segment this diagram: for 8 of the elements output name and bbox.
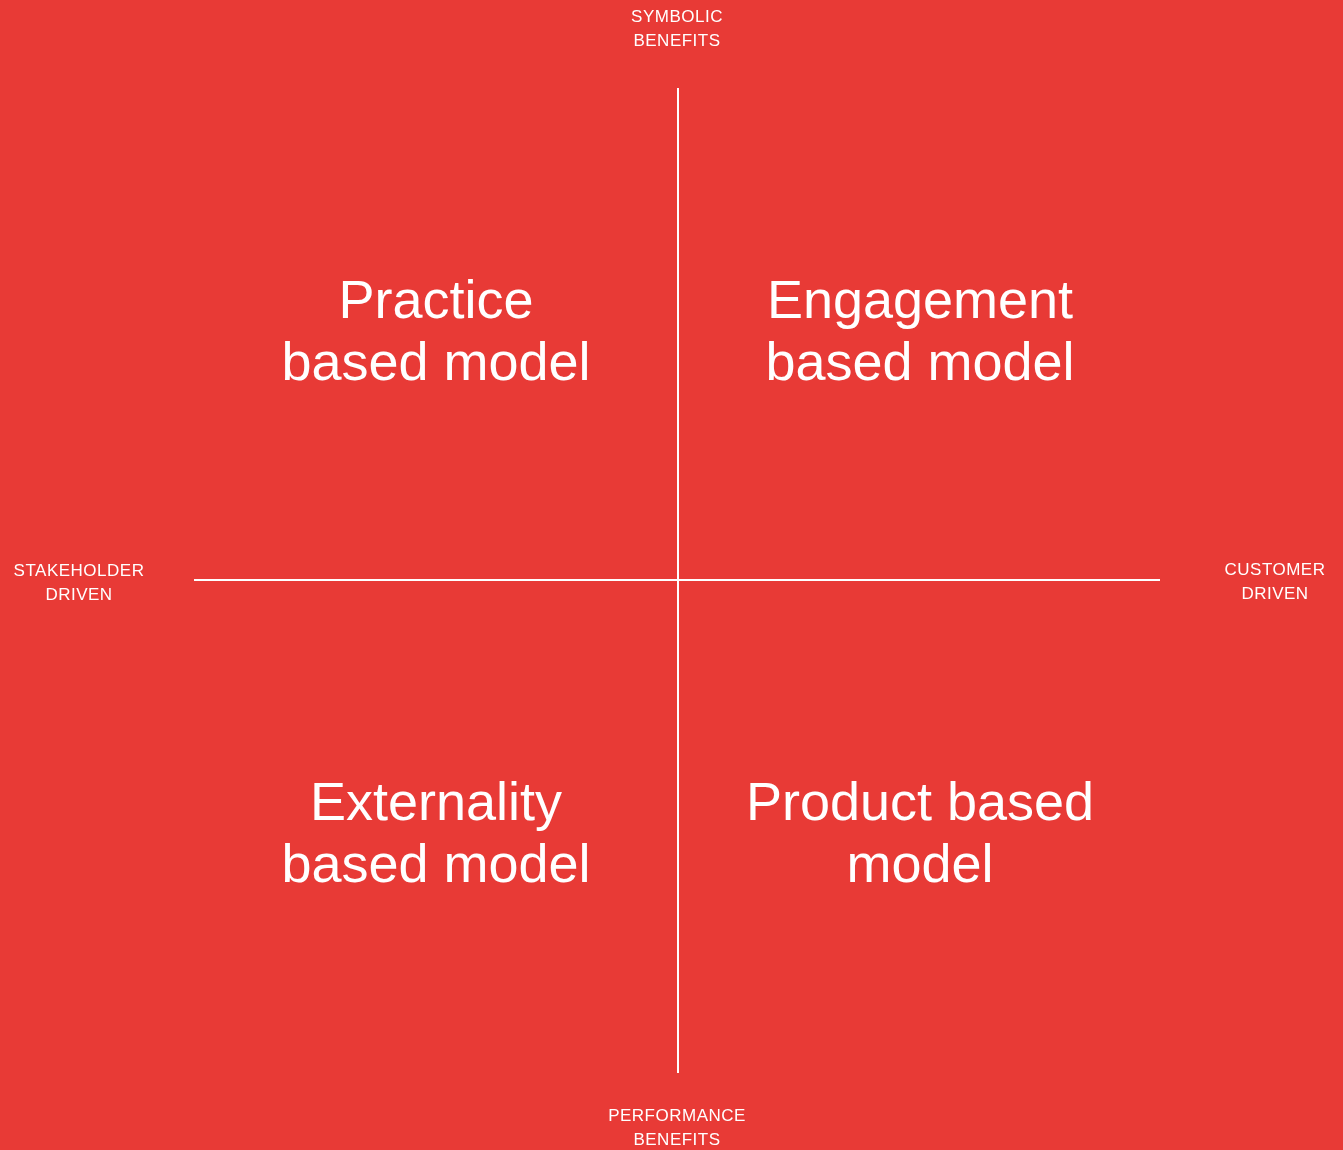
axis-label: CUSTOMER DRIVEN xyxy=(1223,559,1327,605)
quadrant-label: Engagement based model xyxy=(764,268,1076,392)
axis-label: PERFORMANCE BENEFITS xyxy=(607,1105,747,1150)
quadrant-label: Practice based model xyxy=(280,268,592,392)
quadrant-label: Externality based model xyxy=(280,770,592,894)
axis-label: STAKEHOLDER DRIVEN xyxy=(12,560,146,606)
quadrant-label: Product based model xyxy=(745,770,1095,894)
axis-label: SYMBOLIC BENEFITS xyxy=(630,6,724,52)
